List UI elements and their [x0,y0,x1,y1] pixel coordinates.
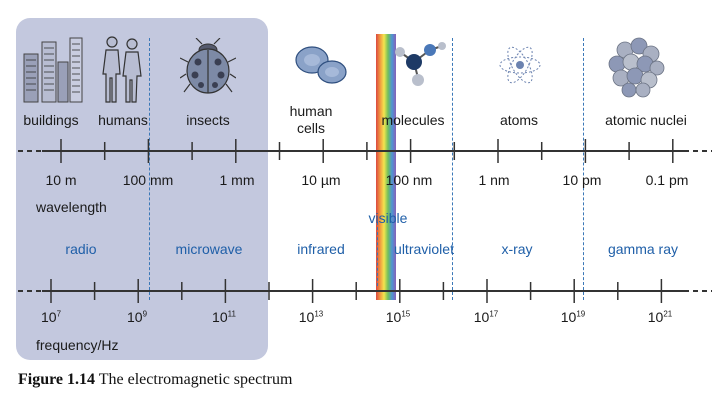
region-microwave: microwave [175,241,243,257]
wavelength-tick: 0.1 pm [645,172,689,188]
molecule-icon [395,42,446,86]
frequency-tick: 1021 [647,309,673,325]
divider-radio-microwave [149,38,150,300]
buildings-icon [23,37,83,103]
figure-caption: Figure 1.14 The electromagnetic spectrum [18,371,293,388]
ladybird-icon [180,38,236,94]
wavelength-tick: 1 nm [478,172,510,188]
frequency-tick: 1019 [560,309,586,325]
label-molecules: molecules [381,112,445,128]
wavelength-tick: 10 m [45,172,77,188]
wavelength-tick: 10 µm [301,172,341,188]
region-x-ray: x-ray [501,241,533,257]
label-buildings: buildings [23,112,79,128]
frequency-tick: 107 [40,309,62,325]
frequency-tick: 1017 [473,309,499,325]
wavelength-tick: 1 mm [219,172,255,188]
frequency-tick: 1013 [298,309,324,325]
label-cells: human cells [289,103,333,136]
visible-band [376,34,396,300]
atom-icon [499,46,541,84]
wavelength-tick: 100 nm [385,172,433,188]
wavelength-label: wavelength [36,199,107,215]
frequency-tick: 109 [126,309,148,325]
nucleus-icon [608,37,665,98]
region-radio: radio [65,241,97,257]
label-humans: humans [98,112,148,128]
frequency-label: frequency/Hz [36,337,119,353]
label-nuclei: atomic nuclei [605,112,687,128]
wavelength-tick: 10 pm [562,172,602,188]
label-atoms: atoms [499,112,539,128]
frequency-tick: 1015 [385,309,411,325]
humans-icon [102,36,142,103]
label-insects: insects [186,112,230,128]
divider-ir-uv-left [377,222,378,286]
divider-uv-xray [452,38,453,300]
visible-label: visible [368,210,408,226]
divider-xray-gamma [583,38,584,300]
wavelength-tick: 100 mm [122,172,174,188]
region-infrared: infrared [297,241,345,257]
cells-icon [295,46,347,84]
frequency-tick: 1011 [212,309,236,325]
region-ultraviolet: ultraviolet [394,241,454,257]
region-gamma-ray: gamma ray [607,241,679,257]
